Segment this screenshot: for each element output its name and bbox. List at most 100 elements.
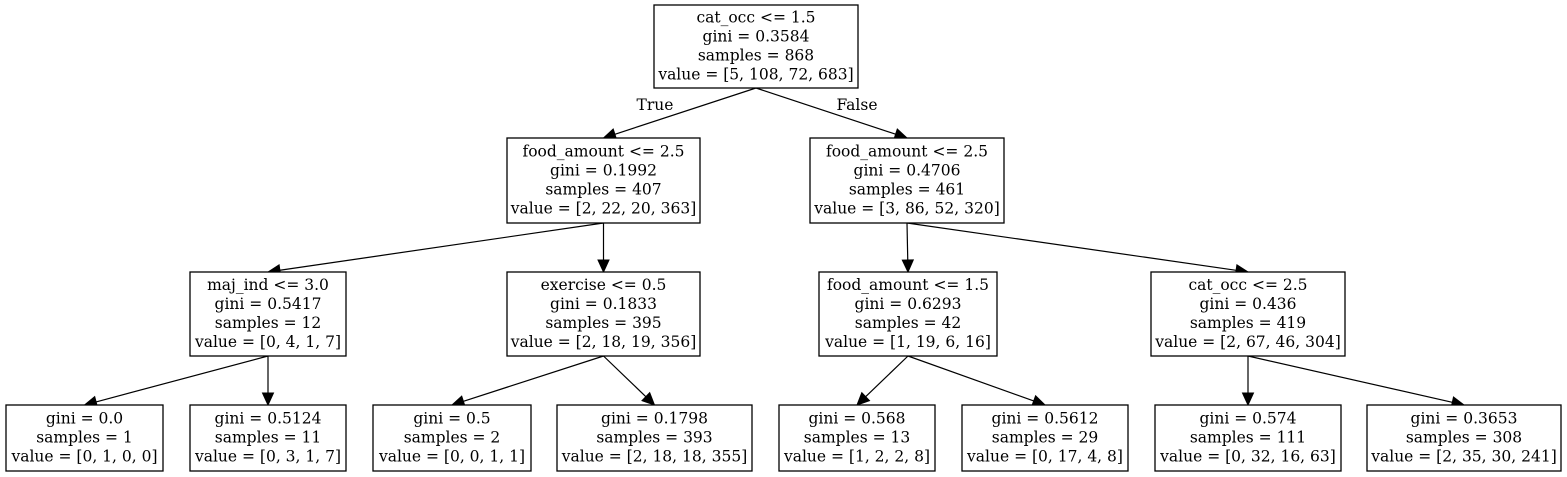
node-line: samples = 395: [545, 314, 661, 332]
arrowhead: [901, 259, 915, 274]
node-line: cat_occ <= 1.5: [696, 9, 815, 27]
node-box: [506, 137, 701, 224]
node-line: samples = 42: [855, 314, 961, 332]
arrowhead: [261, 392, 275, 407]
node-line: gini = 0.6293: [855, 295, 962, 313]
node-box: [556, 404, 753, 472]
node-line: samples = 868: [698, 47, 814, 65]
edge-rl-rll: [856, 355, 909, 406]
edge-line: [95, 355, 269, 403]
edge-line: [907, 355, 1034, 402]
edge-line: [614, 87, 757, 135]
node-line: value = [0, 1, 0, 0]: [10, 448, 157, 466]
arrowhead: [641, 391, 656, 406]
node-line: gini = 0.3653: [1411, 410, 1518, 428]
node-box: [961, 404, 1129, 472]
node-box: [653, 4, 859, 89]
edge-l-lr: [597, 223, 610, 274]
node-line: gini = 0.1833: [550, 295, 657, 313]
edge-label-true: True: [637, 96, 674, 114]
node-line: samples = 419: [1190, 314, 1306, 332]
node-line: samples = 29: [992, 429, 1098, 447]
node-line: value = [2, 35, 30, 241]: [1370, 448, 1557, 466]
node-line: value = [3, 86, 52, 320]: [813, 200, 1000, 218]
node-line: samples = 393: [596, 429, 712, 447]
node-box: [778, 404, 936, 472]
node-box: [372, 404, 532, 472]
node-line: exercise <= 0.5: [541, 276, 667, 294]
arrowhead: [856, 391, 871, 406]
node-box: [189, 404, 347, 472]
edges-layer: True False: [83, 87, 1466, 409]
node-box: [5, 404, 164, 472]
edge-line: [1247, 355, 1453, 403]
node-box: [1154, 404, 1342, 472]
node-box: [1150, 271, 1346, 357]
edge-l-ll: [266, 222, 604, 277]
node-line: food_amount <= 2.5: [826, 143, 988, 161]
node-line: value = [2, 18, 19, 356]: [510, 333, 697, 351]
node-line: gini = 0.568: [808, 410, 905, 428]
arrowhead: [1241, 392, 1255, 407]
arrowhead: [597, 259, 610, 274]
node-line: value = [1, 2, 2, 8]: [783, 448, 930, 466]
node-line: gini = 0.4706: [854, 162, 961, 180]
node-line: value = [2, 67, 46, 304]: [1154, 333, 1341, 351]
edge-root-l: True: [602, 87, 757, 141]
node-line: value = [2, 18, 18, 355]: [561, 448, 748, 466]
node-line: gini = 0.5612: [992, 410, 1099, 428]
node-line: samples = 407: [545, 181, 661, 199]
edge-label-false: False: [836, 96, 877, 114]
node-line: samples = 308: [1406, 429, 1522, 447]
node-box: [818, 271, 998, 357]
edge-line: [906, 222, 1237, 271]
edge-line: [865, 355, 909, 398]
node-box: [1366, 404, 1562, 472]
node-line: samples = 461: [849, 181, 965, 199]
node-line: gini = 0.436: [1199, 295, 1296, 313]
node-line: gini = 0.1992: [550, 162, 657, 180]
node-line: gini = 0.5: [413, 410, 490, 428]
node-line: samples = 11: [215, 429, 321, 447]
node-line: samples = 13: [804, 429, 910, 447]
edge-line: [755, 87, 896, 135]
node-line: gini = 0.574: [1199, 410, 1296, 428]
edge-lr-lrr: [603, 355, 656, 406]
edge-r-rl: [901, 222, 915, 274]
node-box: [189, 271, 347, 357]
node-line: value = [0, 17, 4, 8]: [966, 448, 1123, 466]
node-line: food_amount <= 1.5: [827, 276, 989, 294]
node-line: gini = 0.5417: [215, 295, 322, 313]
edge-lr-lrl: [450, 355, 604, 408]
edge-line: [603, 355, 647, 398]
node-box: [809, 137, 1005, 224]
node-box: [506, 271, 701, 357]
node-line: samples = 12: [215, 314, 321, 332]
node-line: value = [0, 0, 1, 1]: [378, 448, 525, 466]
edge-root-r: False: [755, 87, 909, 140]
node-line: gini = 0.1798: [601, 410, 708, 428]
edge-line: [463, 355, 604, 402]
edge-ll-lll: [83, 355, 269, 408]
edge-rr-rrr: [1247, 355, 1466, 409]
node-line: samples = 111: [1190, 429, 1306, 447]
node-line: value = [0, 32, 16, 63]: [1159, 448, 1336, 466]
node-line: samples = 1: [36, 429, 133, 447]
node-line: maj_ind <= 3.0: [207, 276, 329, 294]
